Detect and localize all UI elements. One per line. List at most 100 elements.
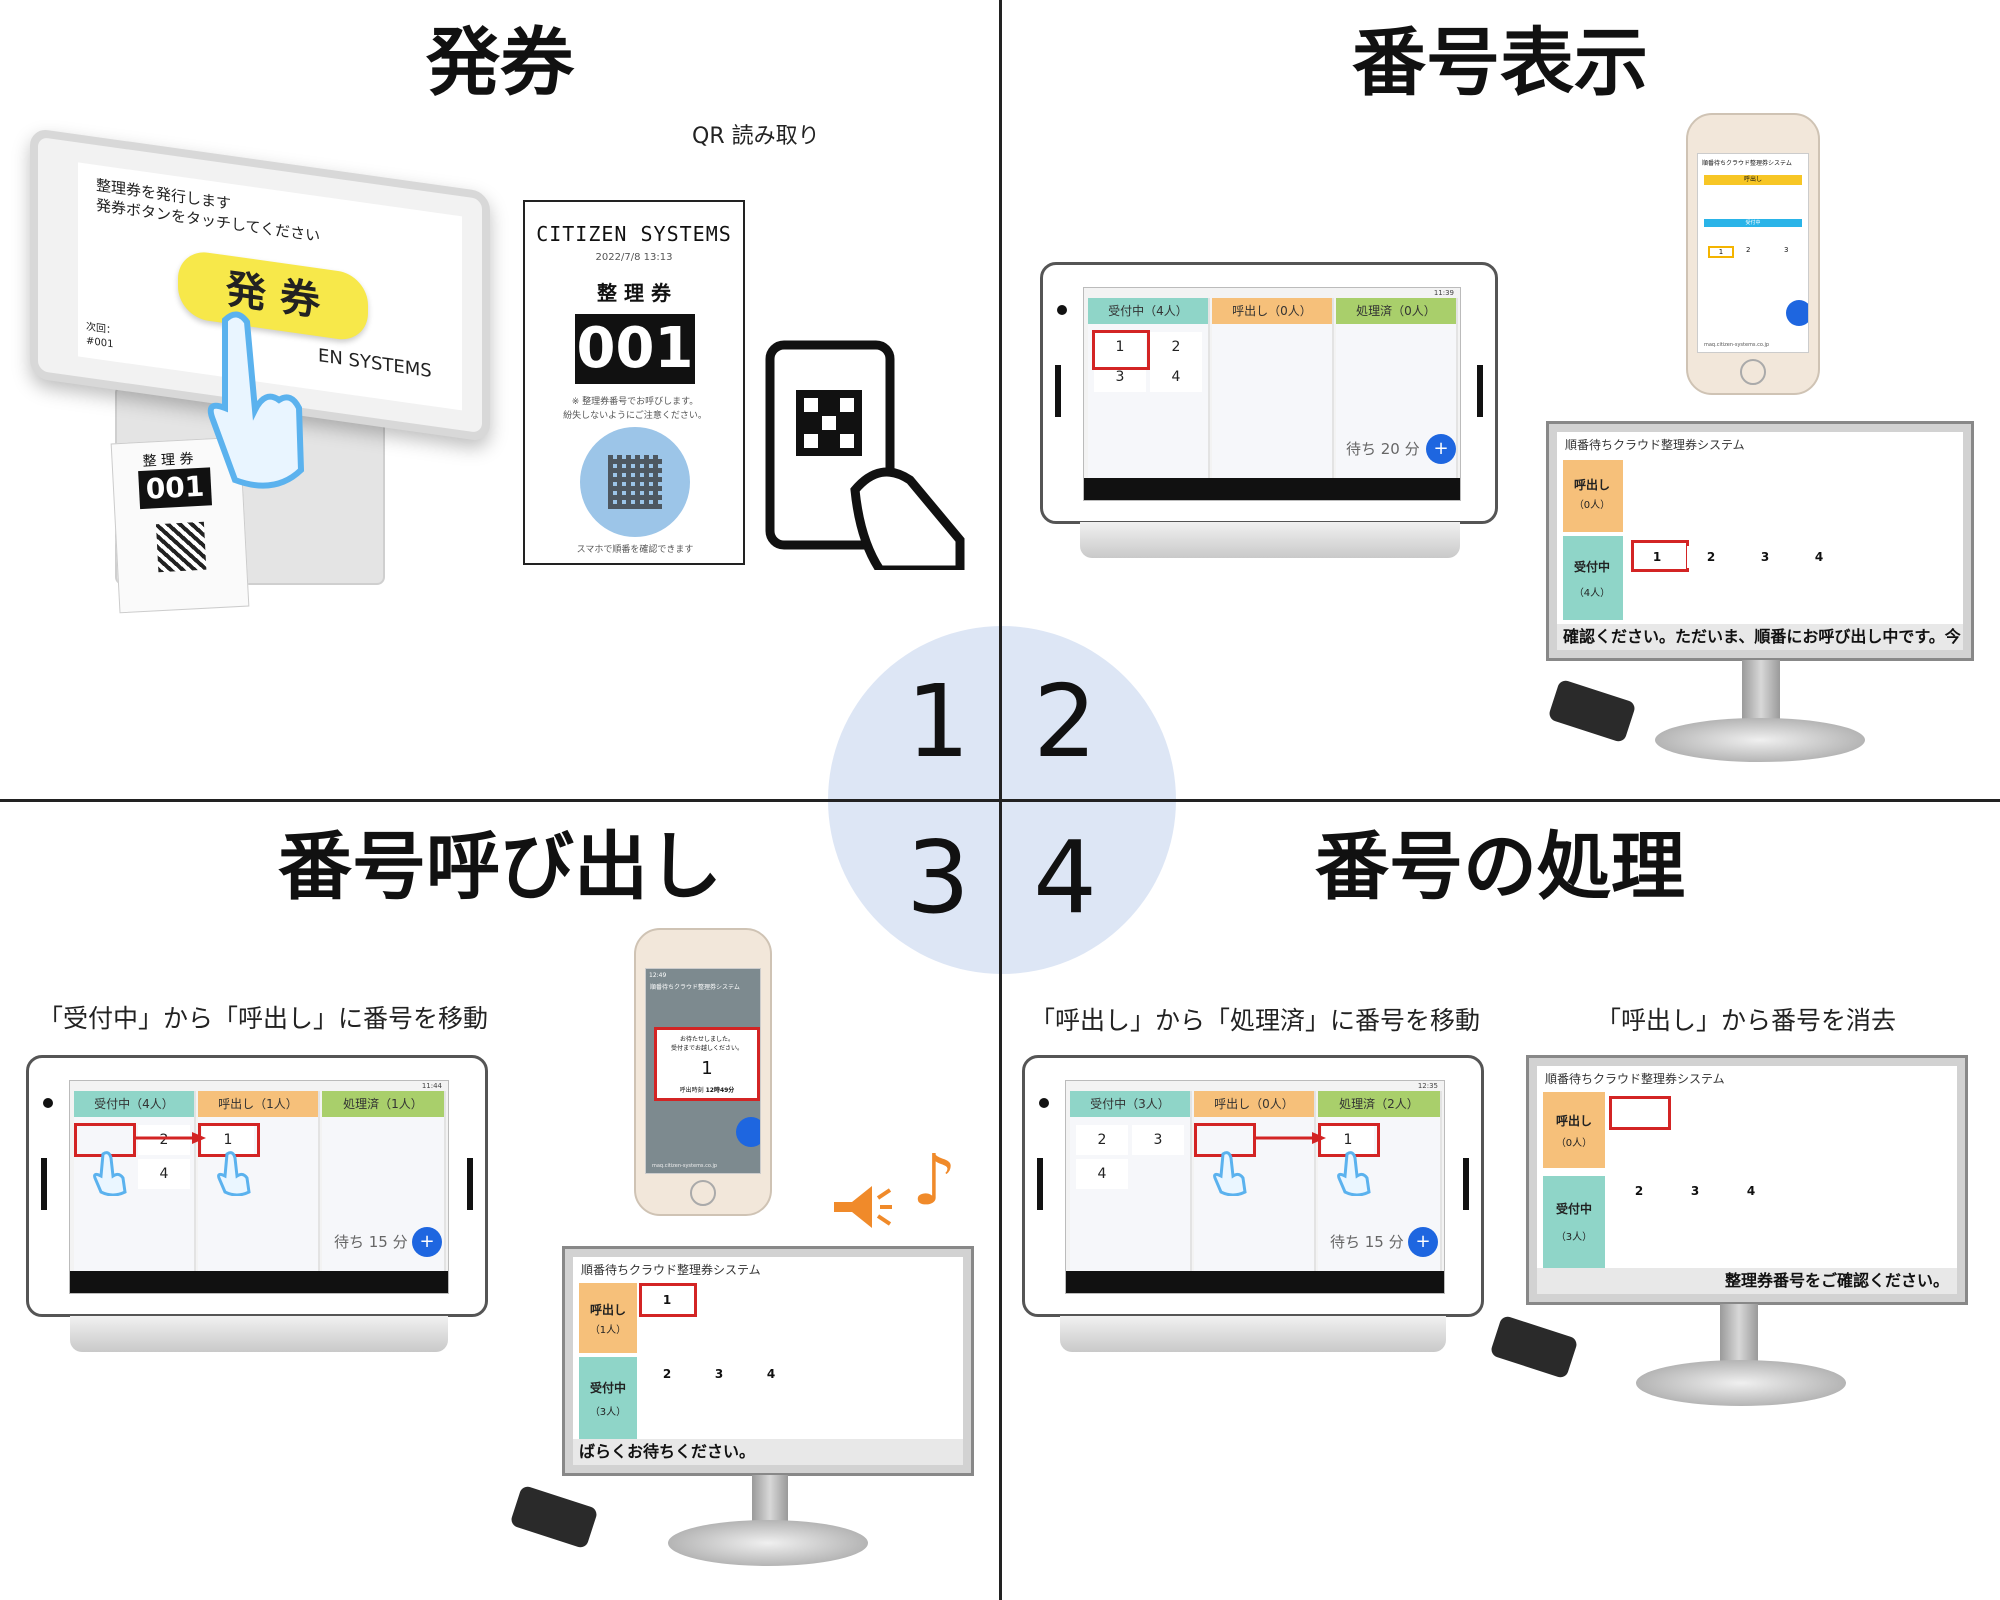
printed-ticket-label: 整 理 券	[142, 451, 194, 470]
q2-tablet-screen: 11:39 受付中（4人） 1 2 3 4 呼出し（0人） 処理済（0人） 待ち…	[1083, 287, 1461, 501]
q4-recv-num-3[interactable]: 3	[1132, 1125, 1184, 1155]
q4-col-done: 処理済（2人） 1	[1318, 1091, 1442, 1293]
music-note-icon: ♪	[912, 1139, 957, 1221]
q2-num-2[interactable]: 2	[1150, 332, 1202, 362]
q3-tap-hand-icon-1	[93, 1151, 127, 1196]
q2-col-recv-header[interactable]: 受付中（4人）	[1088, 298, 1208, 324]
q1-title: 発券	[426, 20, 574, 106]
q4-tablet-time: 12:35	[1417, 1082, 1438, 1090]
q4-mon-recv-label: 受付中	[1555, 1202, 1592, 1216]
q3-phone-called-at-label: 呼出時刻	[679, 1087, 704, 1094]
q2-mon-num-1: 1	[1633, 546, 1681, 568]
q4-recv-num-2[interactable]: 2	[1076, 1125, 1128, 1155]
q2-phone-num-3: 3	[1784, 246, 1789, 254]
q2-num-1[interactable]: 1	[1094, 332, 1146, 362]
q4-add-button[interactable]: +	[1408, 1227, 1438, 1257]
q2-card-reader	[1547, 678, 1637, 744]
q4-done-num-1[interactable]: 1	[1322, 1125, 1374, 1155]
q3-col-recv-header[interactable]: 受付中（4人）	[74, 1091, 194, 1117]
q2-tablet: 11:39 受付中（4人） 1 2 3 4 呼出し（0人） 処理済（0人） 待ち…	[1040, 262, 1498, 524]
q2-col-done-header[interactable]: 処理済（0人）	[1336, 298, 1456, 324]
q2-tablet-side-button-right	[1477, 365, 1483, 417]
ticket-qr-icon	[608, 455, 662, 509]
ticket-label: 整 理 券	[597, 281, 671, 305]
q3-mon-recv-num-3: 3	[695, 1363, 743, 1385]
q3-tap-hand-icon-2	[217, 1151, 251, 1196]
q3-recv-num-2[interactable]: 2	[138, 1125, 190, 1155]
q4-move-arrow-icon	[1256, 1132, 1326, 1144]
q3-phone-home-button[interactable]	[690, 1180, 716, 1206]
q3-call-num-1[interactable]: 1	[202, 1125, 254, 1155]
q4-monitor-title: 順番待ちクラウド整理券システム	[1545, 1072, 1725, 1086]
q4-tap-hand-icon-2	[1337, 1151, 1371, 1196]
q2-phone-num-1: 1	[1708, 246, 1734, 258]
q2-phone-waiting: 受付中	[1704, 219, 1802, 227]
q2-col-done: 処理済（0人）	[1336, 298, 1458, 500]
q4-col-recv: 受付中（3人） 2 3 4	[1070, 1091, 1192, 1293]
q3-phone-msg-2: 受付までお越しください。	[670, 1045, 743, 1052]
q4-tablet-side-button	[1037, 1158, 1043, 1210]
q3-add-button[interactable]: +	[412, 1227, 442, 1257]
ticket-note-1: ※ 整理券番号でお呼びします。	[571, 397, 699, 407]
ticket-qr-highlight	[580, 427, 690, 537]
q3-phone-time: 12:49	[649, 972, 667, 979]
q3-phone-called-at: 12時49分	[705, 1087, 735, 1094]
q3-phone-fab[interactable]	[736, 1117, 760, 1147]
q3-col-recv: 受付中（4人） 2 4	[74, 1091, 196, 1293]
q4-col-done-header[interactable]: 処理済（2人）	[1318, 1091, 1440, 1117]
q4-recv-num-4[interactable]: 4	[1076, 1159, 1128, 1189]
step-number-3: 3	[906, 819, 970, 936]
q4-tablet-stand	[1060, 1316, 1446, 1352]
q3-mon-ticker: ばらくお待ちください。	[573, 1439, 963, 1465]
q2-highlight-1	[1092, 330, 1150, 370]
q3-monitor-base	[668, 1520, 868, 1566]
q4-col-call-header[interactable]: 呼出し（0人）	[1194, 1091, 1314, 1117]
q4-mon-call-count: （0人）	[1555, 1138, 1593, 1149]
q4-monitor-screen: 順番待ちクラウド整理券システム 呼出し （0人） 受付中 （3人） 2 3 4 …	[1537, 1066, 1957, 1294]
q2-add-button[interactable]: +	[1426, 434, 1456, 464]
qr-caption: QR 読み取り	[692, 124, 820, 149]
q2-phone-home-button[interactable]	[1740, 359, 1766, 385]
q3-phone: 12:49 順番待ちクラウド整理券システム お待たせしました。 受付までお越しく…	[634, 928, 772, 1216]
q3-phone-url: maq.citizen-systems.co.jp	[652, 1163, 718, 1169]
q2-mon-num-2: 2	[1687, 546, 1735, 568]
kiosk-next-number: #001	[86, 335, 114, 351]
q2-title: 番号表示	[1352, 20, 1648, 106]
q2-mon-highlight	[1631, 540, 1689, 572]
q2-mon-call-label: 呼出し	[1573, 478, 1610, 492]
q4-caption-left: 「呼出し」から「処理済」に番号を移動	[1030, 1006, 1481, 1035]
q2-monitor: 順番待ちクラウド整理券システム 呼出し （0人） 受付中 （4人） 1 2 3 …	[1546, 421, 1974, 661]
q3-recv-num-4[interactable]: 4	[138, 1159, 190, 1189]
q4-col-recv-header[interactable]: 受付中（3人）	[1070, 1091, 1190, 1117]
q4-monitor: 順番待ちクラウド整理券システム 呼出し （0人） 受付中 （3人） 2 3 4 …	[1526, 1055, 1968, 1305]
q3-col-done-header[interactable]: 処理済（1人）	[322, 1091, 444, 1117]
q2-tablet-stand	[1080, 522, 1460, 558]
q3-mon-recv-label: 受付中	[589, 1381, 626, 1395]
q3-phone-app-title: 順番待ちクラウド整理券システム	[650, 984, 740, 991]
q4-mon-recv-num-2: 2	[1615, 1180, 1663, 1202]
q3-tablet-time: 11:44	[421, 1082, 442, 1090]
q2-phone: 順番待ちクラウド整理券システム 呼出し 受付中 1 2 3 maq.citize…	[1686, 113, 1820, 395]
q4-wait-time: 待ち 15 分	[1330, 1233, 1404, 1251]
q2-col-call-header[interactable]: 呼出し（0人）	[1212, 298, 1332, 324]
q3-col-call-header[interactable]: 呼出し（1人）	[198, 1091, 318, 1117]
q2-mon-call-count: （0人）	[1573, 500, 1611, 511]
step-number-2: 2	[1033, 663, 1097, 780]
q2-mon-recv-count: （4人）	[1573, 588, 1611, 599]
ticket-brand: CITIZEN SYSTEMS	[536, 222, 732, 246]
tap-hand-icon	[207, 311, 305, 489]
q2-phone-fab[interactable]	[1786, 300, 1808, 326]
q2-mon-num-4: 4	[1795, 546, 1843, 568]
q4-monitor-base	[1636, 1360, 1846, 1406]
q3-phone-msg-1: お待たせしました。	[679, 1036, 734, 1043]
q3-mon-recv-block	[579, 1357, 637, 1441]
q2-monitor-title: 順番待ちクラウド整理券システム	[1565, 438, 1745, 452]
q4-mon-recv-num-3: 3	[1671, 1180, 1719, 1202]
q3-caption: 「受付中」から「呼出し」に番号を移動	[38, 1004, 489, 1033]
q4-tablet-camera	[1039, 1098, 1049, 1108]
phone-scan-icon	[765, 340, 965, 570]
q2-num-4[interactable]: 4	[1150, 362, 1202, 392]
q3-tablet-camera	[43, 1098, 53, 1108]
q3-title: 番号呼び出し	[278, 824, 722, 910]
q3-mon-highlight	[639, 1283, 697, 1317]
